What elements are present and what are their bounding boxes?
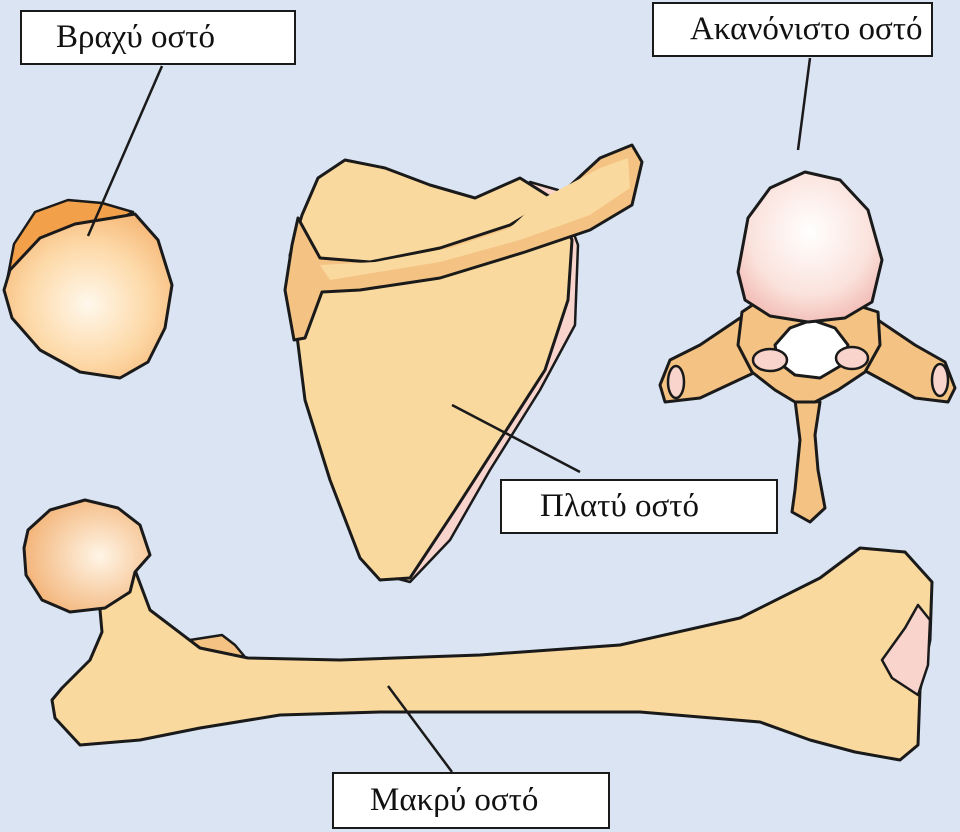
flat-bone-spine (283, 143, 644, 342)
vertebra-body (736, 170, 884, 324)
short-bone (2, 198, 174, 380)
leader-lines (86, 57, 812, 773)
long-bone-shaft (50, 546, 934, 762)
long-bone-label: Μακρύ οστό (332, 772, 610, 829)
irregular-bone-label: Ακανόνιστο οστό (652, 2, 933, 57)
short-bone-leader (86, 65, 164, 237)
flat-bone-spine-highlight (320, 158, 630, 280)
long-bone-leader (386, 685, 454, 773)
vertebra-facet-right (834, 345, 870, 371)
long-bone (22, 498, 934, 762)
vertebra-tip-right (930, 362, 950, 398)
long-bone-condyle (880, 603, 932, 697)
vertebra-spinous-process (790, 398, 827, 524)
vertebra-facet-left (751, 347, 789, 373)
short-bone-label: Βραχύ οστό (20, 10, 296, 65)
flat-bone (283, 143, 644, 584)
long-bone-head (22, 498, 152, 614)
irregular-bone (658, 170, 957, 524)
flat-bone-leader (451, 403, 581, 474)
irregular-bone-leader (796, 57, 812, 151)
short-bone-body (2, 212, 174, 380)
flat-bone-label: Πλατύ οστό (500, 479, 778, 534)
vertebra-tip-left (666, 364, 686, 400)
